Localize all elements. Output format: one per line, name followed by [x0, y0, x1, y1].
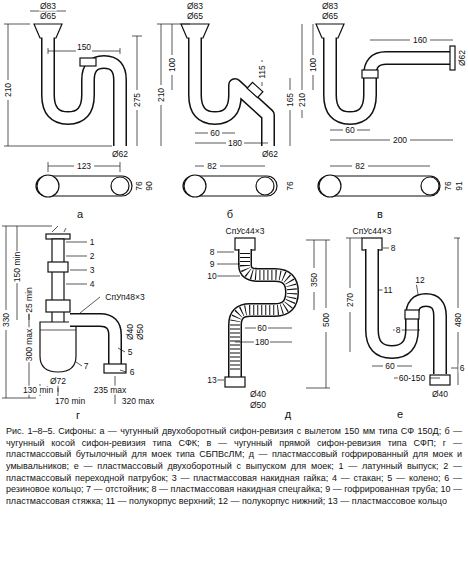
callout-number: 90	[145, 180, 154, 191]
panel-letter: в	[376, 209, 384, 220]
dimension-label: 275	[133, 92, 142, 108]
callout-number: 82	[354, 162, 365, 171]
callout-number: 6	[459, 364, 466, 373]
callout-number: 12	[414, 276, 425, 285]
callout-number: 11	[383, 286, 394, 295]
dimension-label: 320 max	[121, 397, 156, 406]
callout-number: 2	[89, 252, 96, 261]
dimension-label: 150	[76, 43, 92, 52]
callout-number: 8	[209, 248, 216, 257]
dimension-label: 100	[168, 57, 177, 73]
callout-number: 7	[83, 362, 90, 371]
dimension-label: Ø62	[458, 49, 467, 67]
dimension-label: 210	[298, 92, 307, 108]
callout-number: 60	[256, 324, 267, 333]
dimension-label: 300 max	[25, 328, 34, 363]
dimension-label: 115	[258, 64, 267, 80]
dimension-label: Ø83	[186, 2, 204, 11]
dimension-label: Ø83	[39, 2, 57, 11]
panel-letter: е	[396, 409, 404, 420]
dimension-label: СпУс44×3	[225, 227, 266, 236]
dimension-label: 123	[76, 162, 92, 171]
dimension-label: Ø62	[111, 150, 129, 159]
dimension-label: Ø62	[261, 150, 279, 159]
dimension-label: Ø65	[39, 12, 57, 21]
callout-number: 76	[286, 180, 295, 191]
dimension-label: 350	[310, 272, 319, 288]
callout-number: 9	[209, 260, 216, 269]
dimension-label: 100	[309, 57, 318, 73]
dimension-label: 25 min	[25, 286, 34, 314]
callout-number: 91	[455, 180, 464, 191]
callout-number: 13	[206, 376, 217, 385]
callout-number: 8	[395, 326, 402, 335]
callout-number: 6	[129, 368, 136, 377]
panel-letter: г	[75, 410, 81, 421]
callout-number: 82	[206, 162, 217, 171]
dimension-label: 210	[4, 82, 13, 98]
panel-letter: б	[226, 209, 234, 220]
dimension-label: 165	[286, 92, 295, 108]
dimension-label: Ø65	[186, 12, 204, 21]
dimension-label: 170 min	[54, 397, 86, 406]
dimension-label: Ø40	[126, 323, 135, 341]
dimension-label: 150 min	[13, 251, 22, 283]
dimension-label: СпУп48×3	[104, 293, 146, 302]
dimension-label: 60-150	[398, 374, 426, 383]
callout-number: 8	[390, 244, 397, 253]
callout-number: 5	[127, 348, 134, 357]
dimension-label: 235 max	[93, 386, 128, 395]
dimension-label: Ø72	[49, 377, 67, 386]
callout-number: 4	[89, 280, 96, 289]
dimension-label: 270	[346, 292, 355, 308]
callout-number: 60	[384, 362, 395, 371]
callout-number: 1	[89, 238, 96, 247]
panel-letter: а	[76, 209, 84, 220]
dimension-label: 130 min	[22, 386, 54, 395]
dimension-label: 330	[2, 312, 11, 328]
dimension-label: 160	[412, 36, 428, 45]
dimension-label: 180	[227, 139, 243, 148]
callout-number: 3	[89, 266, 96, 275]
dimension-label: 200	[392, 136, 408, 145]
dimension-label: Ø50	[249, 401, 267, 410]
dimension-label: 500	[322, 312, 331, 328]
figure-caption: Рис. 1–8–5. Сифоны: а — чугунный двухобо…	[6, 426, 462, 508]
callout-number: 60	[209, 129, 220, 138]
dimension-label: 180	[254, 338, 270, 347]
callout-number: 76	[444, 180, 453, 191]
dimension-label: Ø83	[321, 2, 339, 11]
dimension-label: 210	[157, 87, 166, 103]
dimension-label: Ø40	[249, 390, 267, 399]
callout-number: 76	[135, 180, 144, 191]
dimension-label: Ø65	[321, 12, 339, 21]
dimension-label: Ø40	[431, 390, 449, 399]
dimension-label: Ø50	[136, 323, 145, 341]
callout-number: 60	[344, 126, 355, 135]
panel-letter: д	[284, 409, 292, 420]
dimension-label: СпУс44×3	[352, 227, 393, 236]
dimension-label: 480	[454, 312, 463, 328]
callout-number: 10	[206, 272, 217, 281]
